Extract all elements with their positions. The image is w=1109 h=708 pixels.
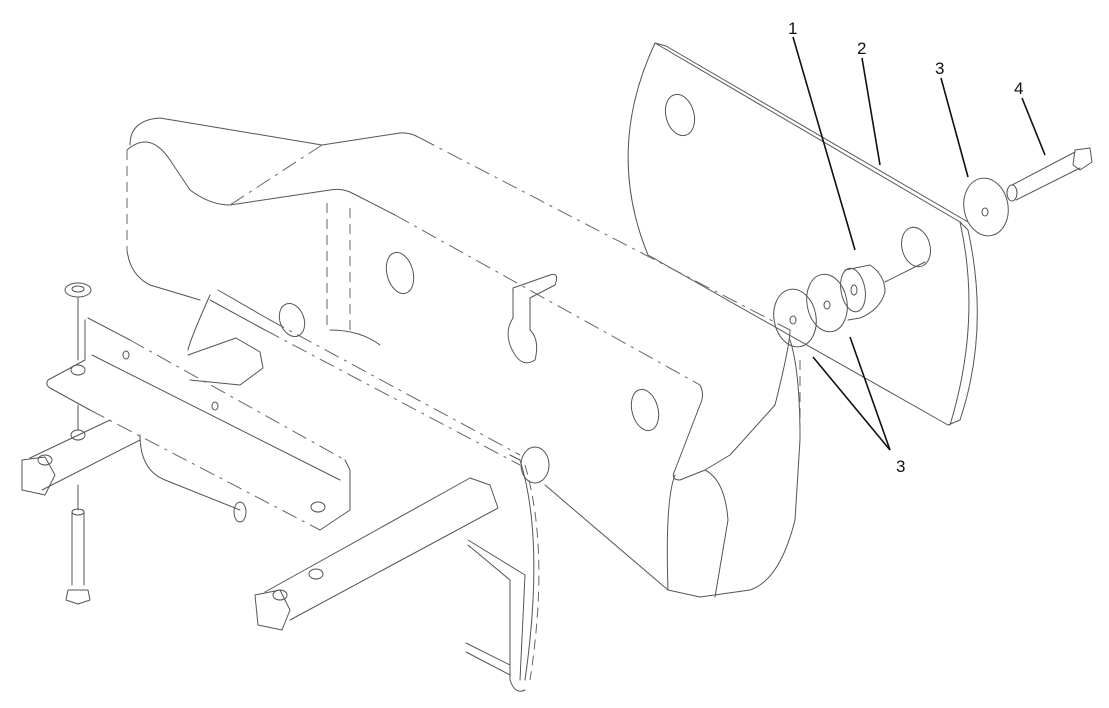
angle-bracket: [46, 317, 351, 531]
callout-3-washers: 3: [896, 457, 906, 476]
left-hex-bar: [21, 419, 247, 523]
callout-leaders: [792, 36, 1046, 451]
hardware-stack: [773, 147, 1093, 348]
callout-1: 1: [788, 19, 798, 38]
handle-and-end-plate: [465, 446, 550, 692]
latch-hook: [507, 274, 558, 364]
vertical-bolt: [64, 282, 92, 605]
callout-2: 2: [857, 39, 867, 58]
mounting-plate: [627, 42, 978, 426]
callout-3-washer: 3: [935, 59, 945, 78]
main-housing: [126, 117, 801, 598]
cross-bracket: [187, 289, 521, 466]
callout-4: 4: [1014, 79, 1024, 98]
right-hex-bar: [254, 477, 499, 631]
